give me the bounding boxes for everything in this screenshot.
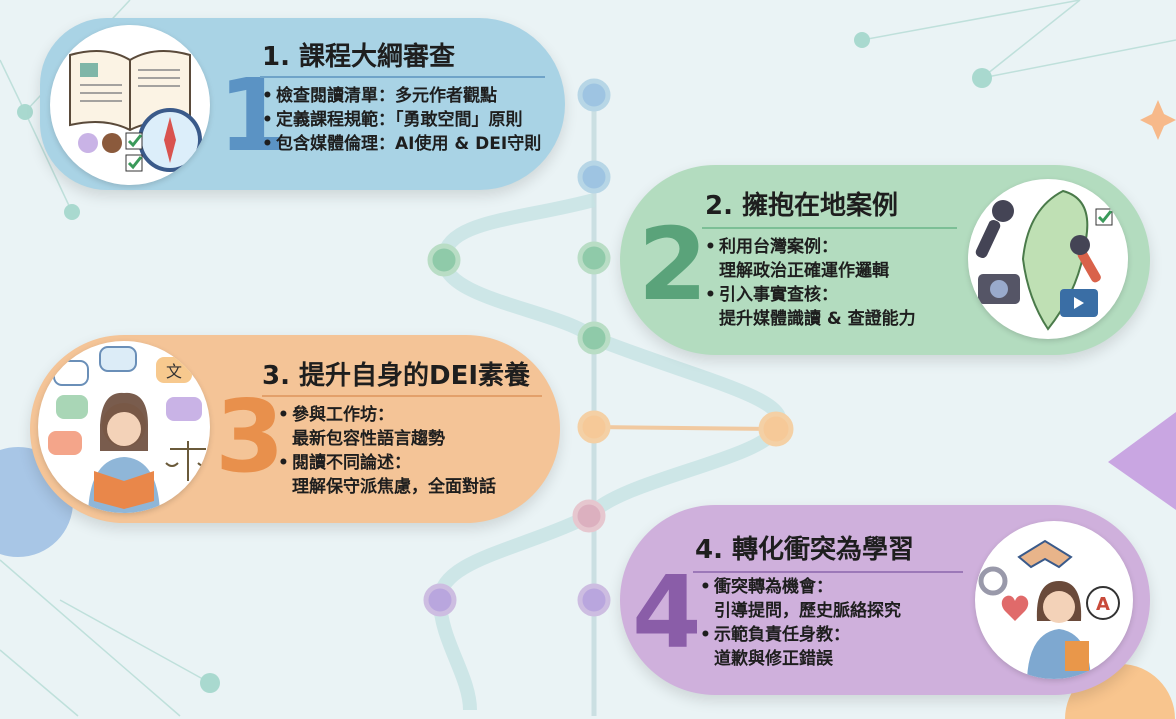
conflict-resolution-illustration: A	[975, 521, 1133, 679]
step-number: 2	[638, 206, 708, 323]
microphone-icon	[1077, 249, 1101, 283]
step-number: 4	[632, 554, 702, 671]
step-card-2: 2 2. 擁抱在地案例 利用台灣案例： 理解政治正確運作邏輯 引入事實查核： 提…	[620, 165, 1150, 355]
divider	[262, 395, 542, 397]
taiwan-map-icon	[1021, 189, 1089, 331]
step-title: 1. 課程大綱審查	[262, 42, 456, 72]
bullet-list: 利用台灣案例： 理解政治正確運作邏輯 引入事實查核： 提升媒體識讀 & 查證能力	[705, 235, 916, 331]
bullet-subtext: 理解政治正確運作邏輯	[719, 261, 889, 281]
speech-bubble-icon	[48, 346, 202, 455]
bullet-item: 檢查閱讀清單：多元作者觀點	[262, 84, 541, 108]
bullet-item: 示範負責任身教：	[700, 623, 901, 647]
bullet-item: 利用台灣案例：	[705, 235, 916, 259]
translation-icon: 文	[166, 362, 182, 381]
divider	[260, 76, 545, 78]
step-number: 3	[215, 378, 285, 495]
microphone-icon	[975, 219, 1001, 259]
taiwan-media-illustration	[968, 179, 1128, 339]
bullet-item: 包含媒體倫理：AI使用 & DEI守則	[262, 132, 541, 156]
bullet-subtext: 引導提問，歷史脈絡探究	[714, 601, 901, 621]
bullet-item: 衝突轉為機會：	[700, 575, 901, 599]
bullet-list: 參與工作坊： 最新包容性語言趨勢 閱讀不同論述： 理解保守派焦慮，全面對話	[278, 403, 496, 499]
bullet-item: 參與工作坊：	[278, 403, 496, 427]
bullet-subtext: 最新包容性語言趨勢	[292, 429, 445, 449]
balance-scale-icon	[165, 441, 210, 481]
step-title: 4. 轉化衝突為學習	[695, 535, 915, 565]
heart-icon	[1001, 595, 1029, 621]
letter-a-icon: A	[1096, 594, 1110, 615]
gender-symbol-icon	[78, 133, 98, 153]
open-book-icon	[69, 50, 202, 172]
person-avatar-icon	[102, 133, 122, 153]
handshake-icon	[1017, 539, 1073, 569]
bullet-subtext: 道歉與修正錯誤	[714, 649, 833, 669]
step-card-1: 1 1. 課程大綱審查 檢查閱讀清單：多元作者觀點 定義課程規範：「勇敢空間」原…	[40, 18, 565, 190]
book-compass-illustration	[50, 25, 210, 185]
bullet-item: 定義課程規範：「勇敢空間」原則	[262, 108, 541, 132]
bullet-subtext: 理解保守派焦慮，全面對話	[292, 477, 496, 497]
divider	[702, 227, 957, 229]
folder-icon	[1065, 641, 1089, 671]
gear-icon	[978, 566, 1008, 596]
bullet-item: 引入事實查核：	[705, 283, 916, 307]
step-card-3: 文 3 3. 提升自身的DEI素養 參與工作坊： 最新包容性語言趨勢 閱讀不同論…	[30, 335, 560, 523]
bullet-subtext: 提升媒體識讀 & 查證能力	[719, 309, 916, 329]
step-title: 3. 提升自身的DEI素養	[262, 361, 531, 391]
step-title: 2. 擁抱在地案例	[705, 191, 899, 221]
reading-teacher-illustration: 文	[38, 341, 210, 513]
bullet-item: 閱讀不同論述：	[278, 451, 496, 475]
step-card-4: A 4 4. 轉化衝突為學習 衝突轉為機會： 引導提問，歷史脈絡探究 示範負責任…	[620, 505, 1150, 695]
divider	[693, 571, 963, 573]
bullet-list: 衝突轉為機會： 引導提問，歷史脈絡探究 示範負責任身教： 道歉與修正錯誤	[700, 575, 901, 671]
book-icon	[94, 471, 154, 509]
bullet-list: 檢查閱讀清單：多元作者觀點 定義課程規範：「勇敢空間」原則 包含媒體倫理：AI使…	[262, 84, 541, 156]
